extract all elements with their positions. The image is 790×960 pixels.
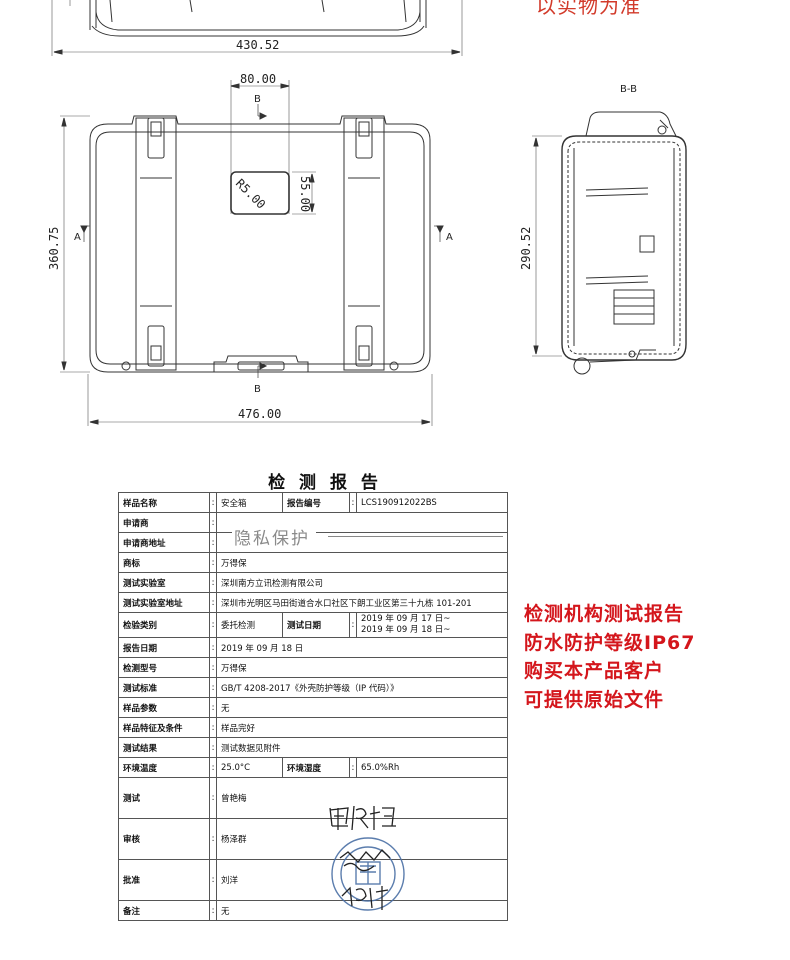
value-lab-addr: 深圳市光明区马田街道合水口社区下朗工业区第三十九栋 101-201 — [216, 592, 508, 613]
value-test-date: 2019 年 09 月 17 日~ 2019 年 09 月 18 日~ — [355, 612, 509, 638]
row-lab: 测试实验室 : 深圳南方立讯检测有限公司 — [118, 572, 508, 593]
dim-handle-width: 80.00 — [240, 72, 276, 86]
row-params: 样品参数 : 无 — [118, 697, 508, 718]
dim-side-height: 290.52 — [519, 227, 533, 270]
value-tester: 曾艳梅 — [216, 777, 508, 819]
label-approver: 批准 — [118, 859, 210, 901]
row-lab-addr: 测试实验室地址 : 深圳市光明区马田街道合水口社区下朗工业区第三十九栋 101-… — [118, 592, 508, 613]
reviewer-signature — [339, 849, 391, 872]
value-standard: GB/T 4208-2017《外壳防护等级（IP 代码）》 — [216, 677, 508, 698]
label-report-date: 报告日期 — [118, 637, 210, 658]
row-remark: 备注 : 无 — [118, 900, 508, 921]
label-lab-addr: 测试实验室地址 — [118, 592, 210, 613]
row-tester: 测试 : 曾艳梅 — [118, 777, 508, 819]
value-sample-name: 安全箱 — [216, 492, 283, 513]
label-applicant: 申请商 — [118, 512, 210, 533]
side-note-line-1: 检测机构测试报告 — [524, 603, 685, 625]
label-report-no: 报告编号 — [281, 492, 350, 513]
dim-total-width: 476.00 — [238, 407, 281, 421]
value-params: 无 — [216, 697, 508, 718]
privacy-stamp: 隐私保护 — [232, 524, 316, 549]
label-brand: 商标 — [118, 552, 210, 573]
label-lab: 测试实验室 — [118, 572, 210, 593]
technical-drawing: 430.52 — [47, 0, 687, 426]
label-temperature: 环境温度 — [118, 757, 210, 778]
row-standard: 测试标准 : GB/T 4208-2017《外壳防护等级（IP 代码）》 — [118, 677, 508, 698]
label-humidity: 环境湿度 — [281, 757, 350, 778]
value-model: 万得保 — [216, 657, 508, 678]
tester-signature — [329, 805, 396, 831]
label-sample-name: 样品名称 — [118, 492, 210, 513]
label-remark: 备注 — [118, 900, 210, 921]
row-result: 测试结果 : 测试数据见附件 — [118, 737, 508, 758]
row-test-category: 检验类别 : 委托检测 测试日期 : 2019 年 09 月 17 日~ 201… — [118, 612, 509, 638]
row-sample-name: 样品名称 : 安全箱 报告编号 : LCS190912022BS — [118, 492, 509, 513]
section-view-bb — [532, 111, 687, 375]
side-note-line-4: 可提供原始文件 — [524, 688, 665, 711]
label-applicant-addr: 申请商地址 — [118, 532, 210, 553]
value-humidity: 65.0%Rh — [355, 757, 509, 778]
label-reviewer: 审核 — [118, 818, 210, 860]
section-bb-label: B-B — [620, 84, 637, 95]
row-brand: 商标 : 万得保 — [118, 552, 508, 573]
label-test-date: 测试日期 — [281, 612, 350, 638]
top-note: 以实物为准 — [536, 0, 641, 18]
side-note-line-3: 购买本产品客户 — [524, 660, 665, 682]
section-a-left: A — [74, 232, 81, 243]
front-view — [60, 80, 444, 426]
section-b-top: B — [254, 94, 261, 105]
value-test-date-2: 2019 年 09 月 18 日~ — [360, 625, 451, 635]
row-environment: 环境温度 : 25.0°C 环境湿度 : 65.0%Rh — [118, 757, 509, 778]
row-reviewer: 审核 : 杨泽群 — [118, 818, 508, 860]
row-model: 检测型号 : 万得保 — [118, 657, 508, 678]
approver-signature — [341, 886, 389, 910]
report-title: 检 测 报 告 — [268, 473, 382, 493]
row-report-date: 报告日期 : 2019 年 09 月 18 日 — [118, 637, 508, 658]
value-brand: 万得保 — [216, 552, 508, 573]
value-lab: 深圳南方立讯检测有限公司 — [216, 572, 508, 593]
side-note-line-2: 防水防护等级IP67 — [524, 631, 696, 654]
label-params: 样品参数 — [118, 697, 210, 718]
label-standard: 测试标准 — [118, 677, 210, 698]
label-result: 测试结果 — [118, 737, 210, 758]
side-note: 检测机构测试报告 防水防护等级IP67 购买本产品客户 可提供原始文件 — [524, 600, 695, 714]
dim-top-width: 430.52 — [236, 38, 279, 52]
row-approver: 批准 : 刘洋 — [118, 859, 508, 901]
section-b-bottom: B — [254, 384, 261, 395]
value-temperature: 25.0°C — [216, 757, 283, 778]
value-condition: 样品完好 — [216, 717, 508, 738]
privacy-line — [328, 536, 503, 537]
label-model: 检测型号 — [118, 657, 210, 678]
row-condition: 样品特征及条件 : 样品完好 — [118, 717, 508, 738]
official-seal — [331, 837, 405, 911]
value-report-no: LCS190912022BS — [355, 492, 509, 513]
top-view — [51, 0, 463, 56]
signature-stamp-area — [329, 805, 405, 911]
label-condition: 样品特征及条件 — [118, 717, 210, 738]
dim-window-height: 55.00 — [298, 176, 312, 212]
label-tester: 测试 — [118, 777, 210, 819]
value-report-date: 2019 年 09 月 18 日 — [216, 637, 508, 658]
value-test-date-1: 2019 年 09 月 17 日~ — [360, 614, 451, 624]
dim-radius: R5.00 — [233, 176, 268, 211]
section-a-right: A — [446, 232, 453, 243]
value-result: 测试数据见附件 — [216, 737, 508, 758]
dim-height: 360.75 — [47, 227, 61, 270]
value-test-category: 委托检测 — [216, 612, 283, 638]
label-test-category: 检验类别 — [118, 612, 210, 638]
report-table: 样品名称 : 安全箱 报告编号 : LCS190912022BS 申请商 : 申… — [118, 492, 509, 921]
